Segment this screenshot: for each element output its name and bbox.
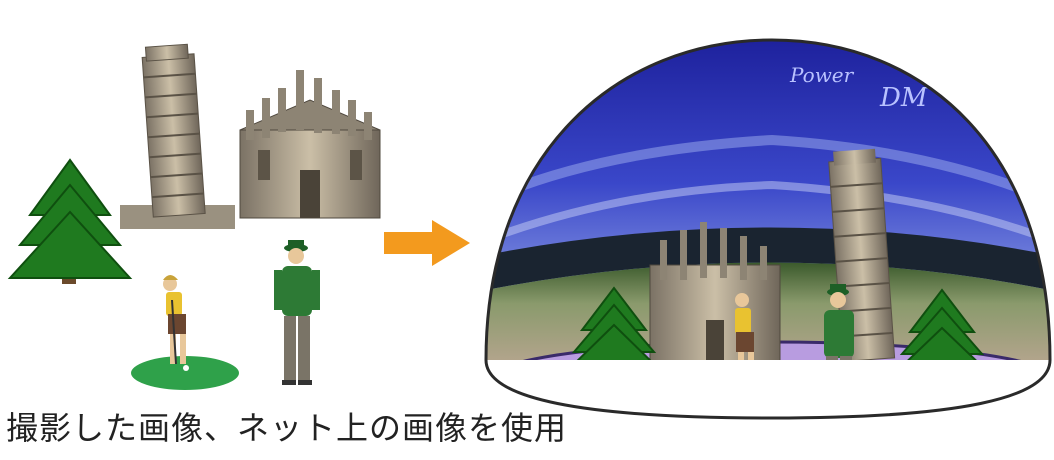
dome-logo-text: Power (789, 63, 855, 87)
cathedral-icon (239, 70, 381, 219)
dome-logo-mark: DM (879, 83, 929, 113)
leaning-tower-icon (120, 43, 235, 229)
man-figure-icon (274, 240, 320, 385)
caption-text: 撮影した画像、ネット上の画像を使用 (6, 409, 568, 447)
dome-composite: Power DM (484, 38, 1052, 420)
golfer-icon (129, 275, 241, 392)
pine-tree-icon (7, 158, 133, 284)
arrow-right-icon (384, 220, 470, 266)
